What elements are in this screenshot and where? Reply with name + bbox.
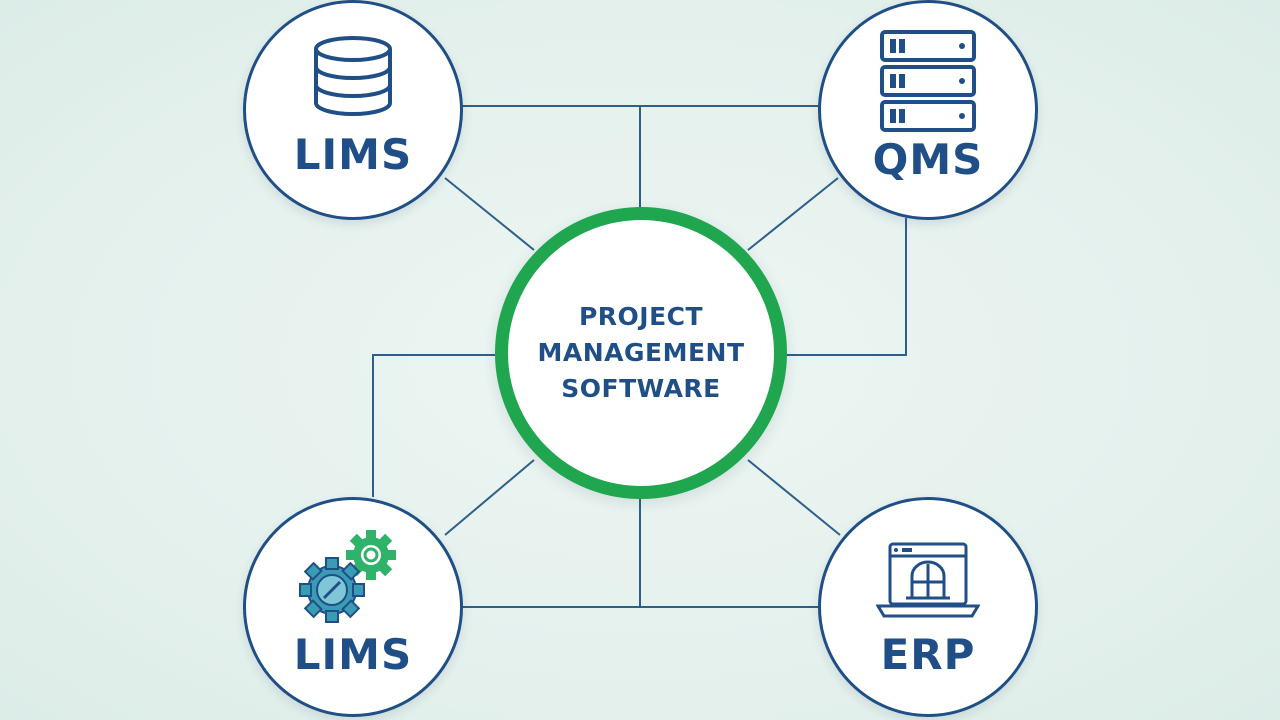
database-icon <box>314 36 392 116</box>
node-erp: ERP <box>818 497 1038 717</box>
node-label: ERP <box>880 630 976 679</box>
node-label: QMS <box>872 135 984 184</box>
link-bottom-left-diagonal <box>444 459 535 536</box>
node-qms: QMS <box>818 0 1038 220</box>
link-top-right-vertical <box>786 218 907 356</box>
hub-project-management-software: PROJECT MANAGEMENT SOFTWARE <box>495 207 787 499</box>
hub-line-2: MANAGEMENT <box>537 338 745 367</box>
link-left-horizontal <box>372 354 495 497</box>
link-top-left-horizontal <box>462 105 641 207</box>
hub-line-1: PROJECT <box>578 302 704 331</box>
link-top-left-diagonal <box>444 177 535 251</box>
server-rack-icon <box>880 30 976 132</box>
node-lims-top: LIMS <box>243 0 463 220</box>
link-bottom-right-diagonal <box>747 459 841 536</box>
link-bottom-left-horizontal <box>462 499 641 608</box>
node-label: LIMS <box>293 630 413 679</box>
gears-icon <box>299 530 396 623</box>
node-label: LIMS <box>293 130 413 179</box>
hub-line-3: SOFTWARE <box>561 374 721 403</box>
node-lims-bottom: LIMS <box>243 497 463 717</box>
laptop-app-icon <box>876 542 980 618</box>
link-top-right-diagonal <box>747 177 839 251</box>
